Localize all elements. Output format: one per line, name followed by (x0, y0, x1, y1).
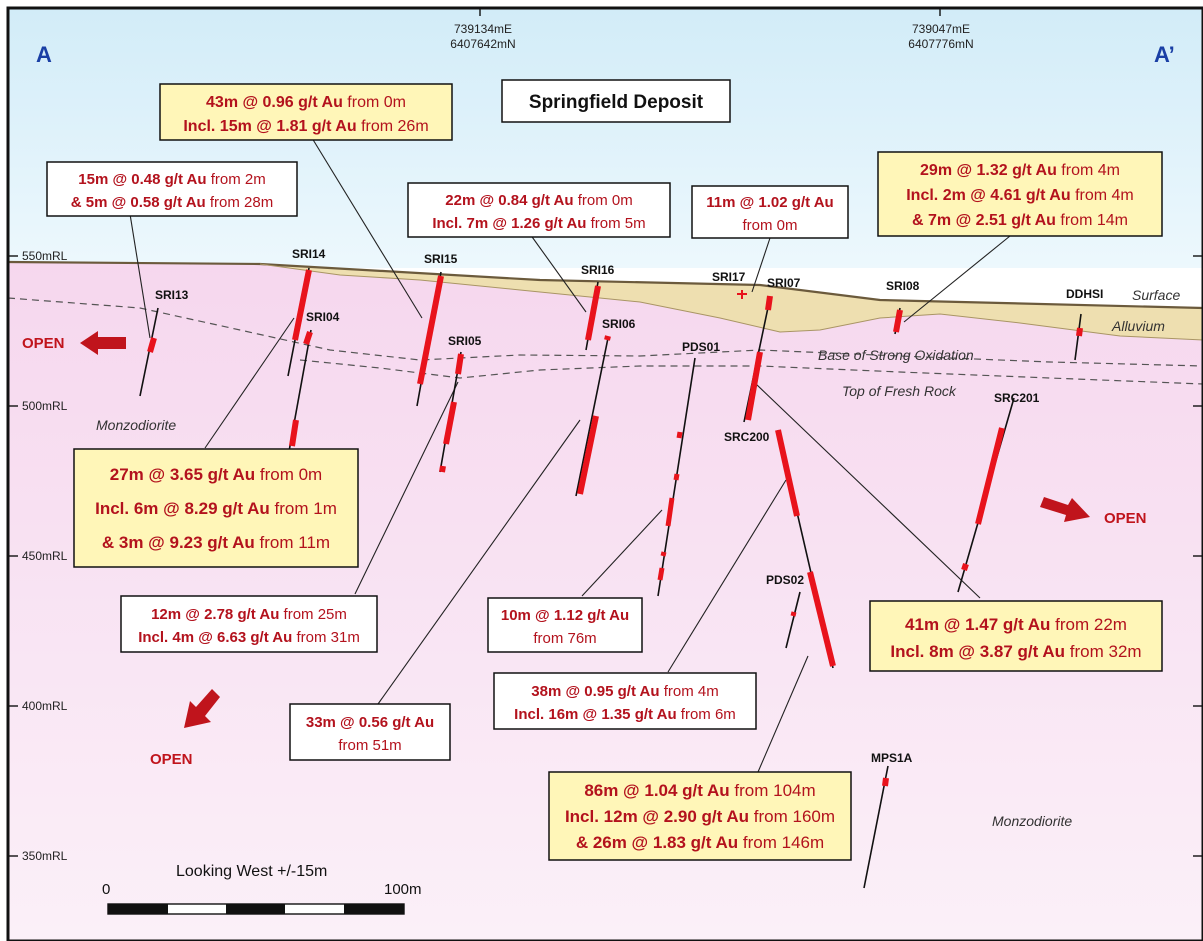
hole-label-sri06: SRI06 (602, 317, 636, 331)
intercept-box-43m: 43m @ 0.96 g/t Au from 0m Incl. 15m @ 1.… (159, 83, 453, 141)
alluvium-layer (260, 264, 1203, 340)
rl-label-500: 500mRL (22, 399, 68, 413)
intercept-box-33m: 33m @ 0.56 g/t Au from 51m (289, 703, 451, 761)
hole-label-sri16: SRI16 (581, 263, 615, 277)
intercept-box-29m: 29m @ 1.32 g/t Au from 4m Incl. 2m @ 4.6… (877, 151, 1163, 237)
svg-text:27m @ 3.65 g/t Au from 0m: 27m @ 3.65 g/t Au from 0m (110, 465, 322, 484)
svg-text:from 51m: from 51m (338, 737, 401, 754)
svg-text:Incl. 7m @ 1.26 g/t Au from 5m: Incl. 7m @ 1.26 g/t Au from 5m (432, 215, 645, 232)
svg-text:10m @ 1.12 g/t Au: 10m @ 1.12 g/t Au (501, 607, 629, 624)
hole-label-src201: SRC201 (994, 391, 1040, 405)
hole-label-mps1a: MPS1A (871, 751, 913, 765)
coord-east-1: 739134mE (454, 22, 512, 36)
svg-text:38m @ 0.95 g/t Au from 4m: 38m @ 0.95 g/t Au from 4m (531, 683, 718, 700)
svg-text:& 7m @ 2.51 g/t Au from 14m: & 7m @ 2.51 g/t Au from 14m (912, 212, 1128, 229)
svg-text:11m @ 1.02 g/t Au: 11m @ 1.02 g/t Au (706, 194, 833, 211)
scale-end-label: 100m (384, 881, 422, 898)
svg-text:Incl. 16m @ 1.35 g/t Au from 6: Incl. 16m @ 1.35 g/t Au from 6m (514, 706, 736, 723)
svg-text:43m @ 0.96 g/t Au from 0m: 43m @ 0.96 g/t Au from 0m (206, 94, 406, 111)
hole-label-sri17: SRI17 (712, 270, 746, 284)
hole-label-sri14: SRI14 (292, 247, 326, 261)
rl-label-350: 350mRL (22, 849, 68, 863)
hole-label-sri07: SRI07 (767, 276, 801, 290)
svg-text:from 76m: from 76m (533, 630, 596, 647)
intercept-box-10m: 10m @ 1.12 g/t Au from 76m (487, 597, 643, 653)
fresh-rock-line (299, 359, 1203, 385)
rl-label-400: 400mRL (22, 699, 68, 713)
rock-label-left: Monzodiorite (96, 417, 176, 433)
intercept-box-11m: 11m @ 1.02 g/t Au from 0m (691, 185, 849, 239)
svg-text:12m @ 2.78 g/t Au from 25m: 12m @ 2.78 g/t Au from 25m (151, 606, 347, 623)
open-label-left: OPEN (22, 335, 65, 352)
frame (6, 6, 1203, 941)
hole-label-src200: SRC200 (724, 430, 770, 444)
intercept-box-15m: 15m @ 0.48 g/t Au from 2m & 5m @ 0.58 g/… (46, 161, 298, 217)
hole-label-ddhsi: DDHSI (1066, 287, 1103, 301)
section-end-left: A (36, 42, 52, 67)
hole-intercepts (147, 269, 1083, 787)
base-oxidation-label: Base of Strong Oxidation (818, 347, 974, 363)
hole-label-sri04: SRI04 (306, 310, 340, 324)
intercept-box-12m: 12m @ 2.78 g/t Au from 25m Incl. 4m @ 6.… (120, 595, 378, 653)
open-arrow-left (80, 331, 126, 355)
hole-label-sri08: SRI08 (886, 279, 920, 293)
svg-text:15m @ 0.48 g/t Au from 2m: 15m @ 0.48 g/t Au from 2m (78, 171, 265, 188)
intercept-box-27m: 27m @ 3.65 g/t Au from 0m Incl. 6m @ 8.2… (73, 448, 359, 568)
hole-label-sri15: SRI15 (424, 252, 458, 266)
open-label-down: OPEN (150, 751, 193, 768)
scale-caption: Looking West +/-15m (176, 863, 327, 880)
title-box (501, 79, 731, 123)
hole-label-sri05: SRI05 (448, 334, 482, 348)
rl-axis (8, 8, 1203, 857)
base-oxidation-line (7, 297, 1203, 367)
scale-start-label: 0 (102, 881, 110, 898)
section-end-right: A’ (1154, 42, 1175, 67)
open-arrow-down (184, 689, 220, 728)
leader-lines (129, 137, 1011, 773)
rl-label-450: 450mRL (22, 549, 68, 563)
svg-text:22m @ 0.84 g/t Au from 0m: 22m @ 0.84 g/t Au from 0m (445, 192, 632, 209)
intercept-box-38m: 38m @ 0.95 g/t Au from 4m Incl. 16m @ 1.… (493, 672, 757, 730)
svg-text:29m @ 1.32 g/t Au from 4m: 29m @ 1.32 g/t Au from 4m (920, 162, 1120, 179)
fresh-rock-label: Top of Fresh Rock (842, 383, 957, 399)
svg-text:41m @ 1.47 g/t Au from 22m: 41m @ 1.47 g/t Au from 22m (905, 615, 1127, 634)
open-label-right: OPEN (1104, 510, 1147, 527)
svg-text:& 26m @ 1.83 g/t Au from 146m: & 26m @ 1.83 g/t Au from 146m (576, 833, 824, 852)
svg-text:Incl. 2m @ 4.61 g/t Au from 4m: Incl. 2m @ 4.61 g/t Au from 4m (906, 187, 1134, 204)
svg-text:& 5m @ 0.58 g/t Au from 28m: & 5m @ 0.58 g/t Au from 28m (71, 194, 273, 211)
rock-label-right: Monzodiorite (992, 813, 1072, 829)
svg-text:Incl. 6m @ 8.29 g/t Au from 1m: Incl. 6m @ 8.29 g/t Au from 1m (95, 499, 337, 518)
svg-text:Incl. 12m @ 2.90 g/t Au from 1: Incl. 12m @ 2.90 g/t Au from 160m (565, 807, 835, 826)
alluvium-base-line (259, 263, 1203, 341)
svg-text:86m @ 1.04 g/t Au from 104m: 86m @ 1.04 g/t Au from 104m (584, 781, 815, 800)
svg-text:Incl. 15m @ 1.81 g/t Au from 2: Incl. 15m @ 1.81 g/t Au from 26m (183, 118, 428, 135)
hole-label-pds02: PDS02 (766, 573, 804, 587)
coord-north-2: 6407776mN (908, 37, 973, 51)
hole-label-sri13: SRI13 (155, 288, 189, 302)
intercept-box-22m: 22m @ 0.84 g/t Au from 0m Incl. 7m @ 1.2… (407, 182, 671, 238)
surface-line (7, 260, 1203, 310)
rl-label-550: 550mRL (22, 249, 68, 263)
scale-bar (107, 903, 405, 915)
svg-text:from 0m: from 0m (742, 217, 797, 234)
svg-text:33m @ 0.56 g/t Au: 33m @ 0.56 g/t Au (306, 714, 434, 731)
coord-north-1: 6407642mN (450, 37, 515, 51)
coord-east-2: 739047mE (912, 22, 970, 36)
svg-text:Incl. 8m @ 3.87 g/t Au from 32: Incl. 8m @ 3.87 g/t Au from 32m (890, 642, 1141, 661)
open-arrow-right (1040, 497, 1090, 522)
surface-label: Surface (1132, 287, 1180, 303)
hole-label-pds01: PDS01 (682, 340, 720, 354)
intercept-box-86m: 86m @ 1.04 g/t Au from 104m Incl. 12m @ … (548, 771, 852, 861)
svg-text:Incl. 4m @ 6.63 g/t Au from 31: Incl. 4m @ 6.63 g/t Au from 31m (138, 629, 360, 646)
alluvium-label: Alluvium (1111, 318, 1165, 334)
page-title: Springfield Deposit (529, 92, 704, 113)
intercept-box-41m: 41m @ 1.47 g/t Au from 22m Incl. 8m @ 3.… (869, 600, 1163, 672)
svg-text:& 3m @ 9.23 g/t Au from 11m: & 3m @ 9.23 g/t Au from 11m (102, 533, 330, 552)
